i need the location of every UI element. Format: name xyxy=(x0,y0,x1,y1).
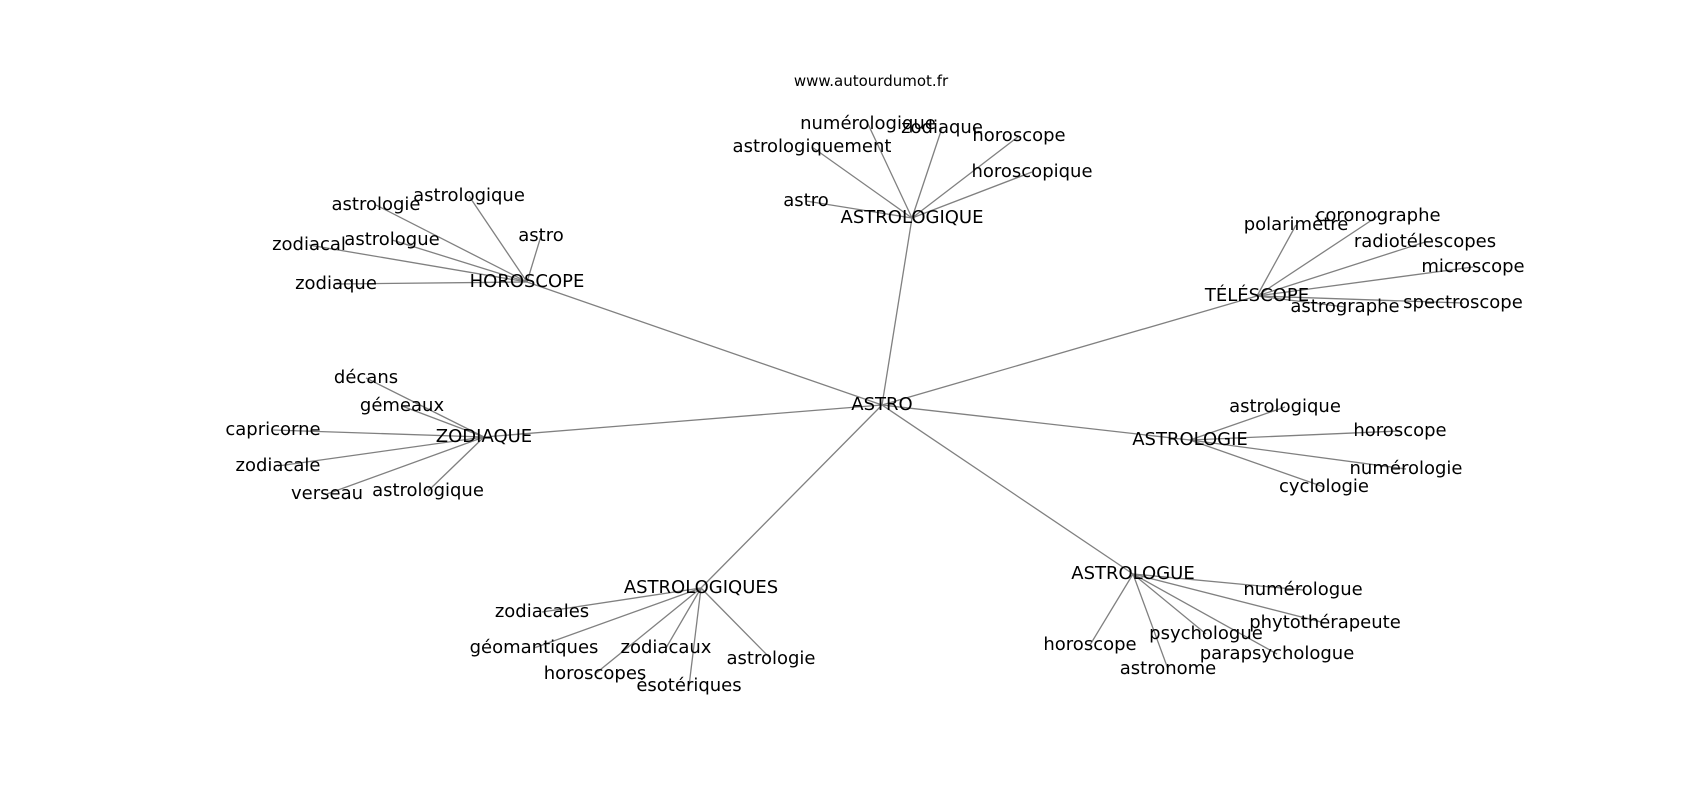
edge-hub-leaf xyxy=(308,244,528,283)
hub-word[interactable]: ASTROLOGIQUES xyxy=(624,577,778,598)
edge-hub-leaf xyxy=(1256,266,1474,297)
edge-hub-leaf xyxy=(700,587,772,660)
leaf-word[interactable]: zodiaque xyxy=(901,117,983,138)
leaf-word[interactable]: microscope xyxy=(1421,256,1524,277)
edge-hub-leaf xyxy=(1132,573,1326,624)
leaf-word[interactable]: astronome xyxy=(1120,658,1217,679)
leaf-word[interactable]: gémeaux xyxy=(360,395,445,416)
leaf-word[interactable]: astrographe xyxy=(1290,296,1399,317)
leaf-word[interactable]: astro xyxy=(518,225,563,246)
edge-center-hub xyxy=(881,404,1191,441)
leaf-word[interactable]: horoscope xyxy=(972,125,1065,146)
hub-word[interactable]: TÉLÉSCOPE xyxy=(1204,284,1309,306)
edge-hub-leaf xyxy=(1132,573,1304,591)
edge-hub-leaf xyxy=(1132,573,1278,655)
leaf-word[interactable]: numérologique xyxy=(800,113,936,134)
leaf-word[interactable]: horoscope xyxy=(1043,634,1136,655)
leaf-word[interactable]: décans xyxy=(334,367,398,388)
edge-hub-leaf xyxy=(665,587,702,649)
edge-hub-leaf xyxy=(401,405,485,438)
edge-center-hub xyxy=(483,404,883,438)
graph-labels: ASTROASTROLOGIQUEnumérologiquezodiaqueho… xyxy=(225,113,1524,696)
edge-hub-leaf xyxy=(1189,439,1407,470)
edge-hub-leaf xyxy=(811,146,913,219)
edge-hub-leaf xyxy=(427,436,485,492)
leaf-word[interactable]: coronographe xyxy=(1315,205,1440,226)
leaf-word[interactable]: zodiacal xyxy=(272,234,346,255)
edge-hub-leaf xyxy=(365,377,485,438)
leaf-word[interactable]: phytothérapeute xyxy=(1249,612,1401,633)
edge-hub-leaf xyxy=(468,195,528,283)
edge-hub-leaf xyxy=(1189,430,1401,441)
graph-edges xyxy=(272,123,1474,687)
edge-hub-leaf xyxy=(391,239,528,283)
edge-hub-leaf xyxy=(594,587,702,675)
edge-hub-leaf xyxy=(1132,573,1169,670)
edge-hub-leaf xyxy=(911,171,1033,219)
edge-hub-leaf xyxy=(1089,573,1134,646)
leaf-word[interactable]: psychologue xyxy=(1149,623,1263,644)
leaf-word[interactable]: ésotériques xyxy=(636,675,741,696)
edge-hub-leaf xyxy=(805,200,913,219)
edge-hub-leaf xyxy=(277,436,485,467)
watermark-text: www.autourdumot.fr xyxy=(793,72,949,90)
leaf-word[interactable]: parapsychologue xyxy=(1200,643,1355,664)
leaf-word[interactable]: astrologiquement xyxy=(733,136,892,157)
edge-center-hub xyxy=(526,281,883,406)
leaf-word[interactable]: horoscopique xyxy=(971,161,1092,182)
leaf-word[interactable]: polarimètre xyxy=(1244,214,1349,235)
leaf-word[interactable]: astrologique xyxy=(372,480,484,501)
edge-center-hub xyxy=(881,295,1258,406)
leaf-word[interactable]: astrologue xyxy=(344,229,439,250)
leaf-word[interactable]: numérologue xyxy=(1243,579,1362,600)
edge-hub-leaf xyxy=(911,127,943,219)
leaf-word[interactable]: zodiacales xyxy=(495,601,589,622)
edge-hub-leaf xyxy=(272,429,485,438)
leaf-word[interactable]: zodiacaux xyxy=(621,637,712,658)
edge-hub-leaf xyxy=(867,123,913,219)
center-word[interactable]: ASTRO xyxy=(851,394,912,415)
hub-word[interactable]: ASTROLOGIQUE xyxy=(841,207,984,228)
leaf-word[interactable]: astrologie xyxy=(727,648,816,669)
leaf-word[interactable]: géomantiques xyxy=(470,637,599,658)
edge-hub-leaf xyxy=(911,135,1020,219)
leaf-word[interactable]: astrologique xyxy=(1229,396,1341,417)
leaf-word[interactable]: horoscopes xyxy=(544,663,647,684)
edge-hub-leaf xyxy=(1189,439,1325,488)
leaf-word[interactable]: numérologie xyxy=(1350,458,1463,479)
leaf-word[interactable]: spectroscope xyxy=(1403,292,1523,313)
leaf-word[interactable]: horoscope xyxy=(1353,420,1446,441)
edge-hub-leaf xyxy=(1256,295,1346,308)
edge-center-hub xyxy=(881,404,1134,575)
leaf-word[interactable]: astro xyxy=(783,190,828,211)
leaf-word[interactable]: zodiacale xyxy=(236,455,321,476)
leaf-word[interactable]: astrologique xyxy=(413,185,525,206)
leaf-word[interactable]: radiotélescopes xyxy=(1354,231,1496,252)
leaf-word[interactable]: zodiaque xyxy=(295,273,377,294)
leaf-word[interactable]: capricorne xyxy=(225,419,320,440)
edge-hub-leaf xyxy=(688,587,702,687)
edge-hub-leaf xyxy=(1256,295,1464,304)
leaf-word[interactable]: cyclologie xyxy=(1279,476,1369,497)
hub-word[interactable]: HOROSCOPE xyxy=(470,271,585,292)
edge-hub-leaf xyxy=(335,281,528,285)
edge-hub-leaf xyxy=(326,436,485,495)
hub-word[interactable]: ASTROLOGUE xyxy=(1071,563,1194,584)
edge-hub-leaf xyxy=(541,587,702,613)
edge-hub-leaf xyxy=(1132,573,1207,635)
hub-word[interactable]: ZODIAQUE xyxy=(436,426,532,447)
leaf-word[interactable]: verseau xyxy=(291,483,363,504)
edge-hub-leaf xyxy=(375,204,528,283)
edge-hub-leaf xyxy=(1189,406,1286,441)
edge-hub-leaf xyxy=(1256,241,1426,297)
edge-center-hub xyxy=(700,404,883,589)
edge-hub-leaf xyxy=(1256,224,1297,297)
edge-hub-leaf xyxy=(1256,215,1379,297)
edge-hub-leaf xyxy=(533,587,702,649)
edge-hub-leaf xyxy=(526,235,542,283)
hub-word[interactable]: ASTROLOGIE xyxy=(1132,429,1248,450)
edge-center-hub xyxy=(881,217,913,406)
leaf-word[interactable]: astrologie xyxy=(332,194,421,215)
